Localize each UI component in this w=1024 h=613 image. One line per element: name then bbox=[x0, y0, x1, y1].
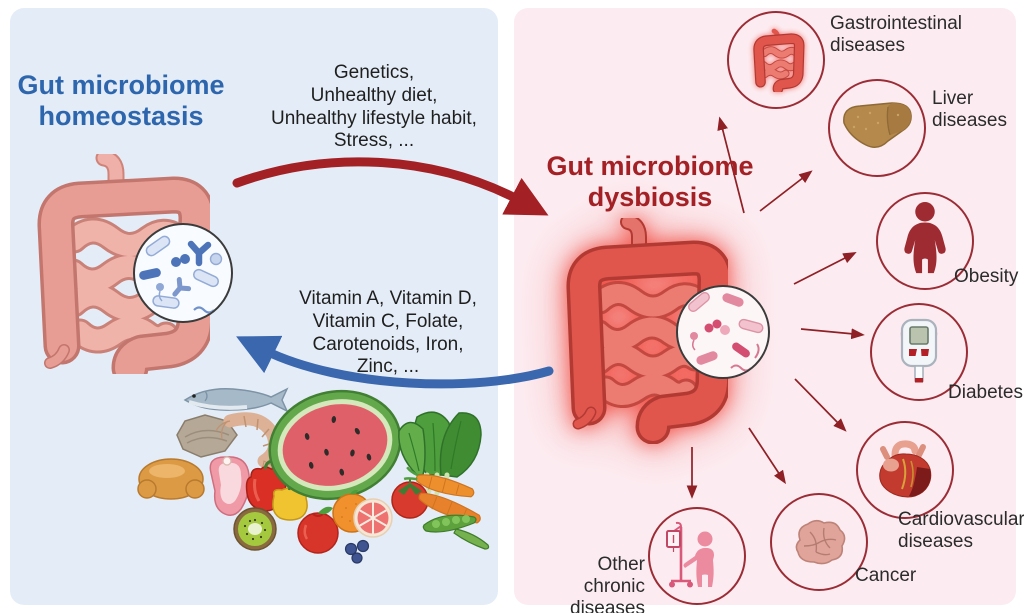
dysbiotic-bacteria-magnifier bbox=[676, 285, 770, 379]
disease-circle-gastrointestinal bbox=[727, 11, 825, 109]
disease-circle-cardiovascular bbox=[856, 421, 954, 519]
meat-icon bbox=[209, 456, 251, 516]
disease-circle-cancer bbox=[770, 493, 868, 591]
disease-circle-obesity bbox=[876, 192, 974, 290]
nutrients-text: Vitamin A, Vitamin D, Vitamin C, Folate,… bbox=[299, 288, 477, 378]
label-obesity: Obesity bbox=[954, 266, 1019, 287]
roast-chicken-icon bbox=[137, 458, 205, 500]
grapefruit-icon bbox=[353, 498, 393, 538]
label-gastrointestinal: Gastrointestinal diseases bbox=[830, 13, 963, 57]
healthy-foods-illustration bbox=[137, 387, 490, 564]
fish-icon bbox=[183, 387, 289, 413]
label-liver: Liver diseases bbox=[932, 88, 1007, 132]
healthy-bacteria-magnifier bbox=[133, 223, 233, 323]
label-diabetes: Diabetes bbox=[948, 382, 1023, 403]
dysbiotic-bacteria-icon bbox=[687, 291, 763, 371]
disease-circle-other-chronic bbox=[648, 507, 746, 605]
blueberries-icon bbox=[344, 539, 370, 564]
homeostasis-title: Gut microbiome homeostasis bbox=[17, 70, 225, 132]
liver-icon bbox=[843, 102, 912, 148]
peas-icon bbox=[422, 514, 490, 550]
apple-icon bbox=[297, 506, 339, 554]
patient-iv-drip-icon bbox=[666, 521, 714, 588]
oyster-icon bbox=[176, 414, 238, 458]
label-cancer: Cancer bbox=[855, 565, 917, 586]
glucometer-icon bbox=[900, 318, 938, 383]
inflamed-intestine-icon bbox=[753, 28, 805, 92]
risk-factors-text: Genetics, Unhealthy diet, Unhealthy life… bbox=[271, 62, 477, 152]
healthy-bacteria-icon bbox=[138, 235, 222, 314]
label-cardiovascular: Cardiovascular diseases bbox=[898, 509, 1024, 553]
disease-circle-diabetes bbox=[870, 303, 968, 401]
colon bbox=[37, 176, 210, 374]
obese-person-icon bbox=[904, 202, 946, 274]
tumor-icon bbox=[795, 519, 846, 565]
watermelon-icon bbox=[268, 389, 402, 501]
label-other-chronic: Other chronic diseases bbox=[570, 554, 645, 613]
kiwi-icon bbox=[233, 507, 277, 551]
disease-circle-liver bbox=[828, 79, 926, 177]
dysbiosis-title: Gut microbiome dysbiosis bbox=[546, 151, 754, 213]
heart-icon bbox=[879, 440, 932, 498]
